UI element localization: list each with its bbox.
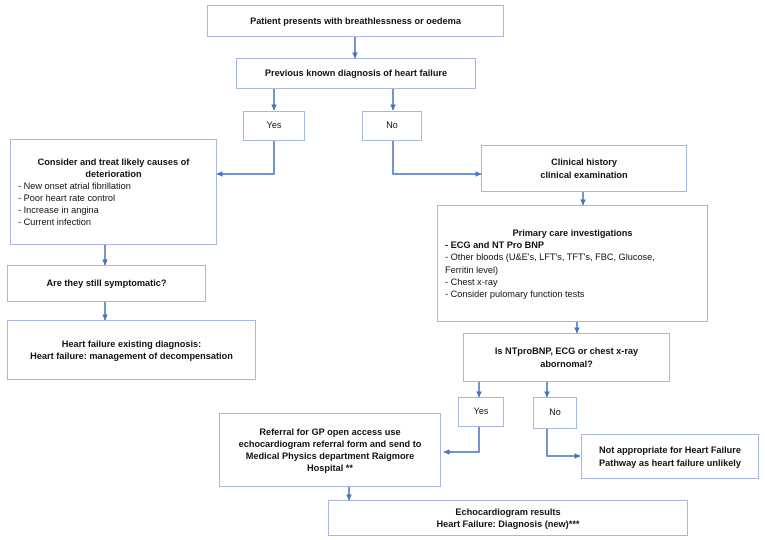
node-primary-care-investigations-bullet-2: - Other bloods (U&E's, LFT's, TFT's, FBC… (445, 252, 655, 263)
node-referral-line-3: Medical Physics department Raigmore (245, 451, 415, 461)
node-consider-treat-causes-bullet-1: - New onset atrial fibrillation (18, 180, 131, 191)
node-patient-presents: Patient presents with breathlessness or … (207, 5, 504, 37)
node-primary-care-investigations-bullet-2b: Ferritin level) (445, 264, 499, 275)
node-referral-line-2: echocardiogram referral form and send to (238, 438, 422, 449)
edge-no-to-not-appropriate (546, 427, 581, 459)
node-are-they-still-symptomatic: Are they still symptomatic? (7, 265, 206, 302)
node-primary-care-investigations-bullet-4: - Consider pulomary function tests (445, 288, 585, 299)
node-decision-yes-previous-diagnosis: Yes (243, 111, 305, 141)
node-echocardiogram-results: Echocardiogram results Heart Failure: Di… (328, 500, 688, 536)
node-heart-failure-existing-diagnosis: Heart failure existing diagnosis: Heart … (7, 320, 256, 380)
node-clinical-history: Clinical history clinical examination (481, 145, 687, 192)
node-primary-care-investigations: Primary care investigations - ECG and NT… (437, 205, 708, 322)
node-not-appropriate-line-2: Pathway as heart failure unlikely (599, 457, 741, 468)
node-decision-no-previous-diagnosis: No (362, 111, 422, 141)
node-clinical-history-line-2: clinical examination (540, 169, 628, 180)
node-echocardiogram-results-line-2: Heart Failure: Diagnosis (new)*** (436, 519, 580, 529)
node-referral-line-1: Referral for GP open access use (259, 426, 401, 437)
edge-yes-to-consider-causes (216, 141, 275, 177)
node-decision-yes-previous-diagnosis-label: Yes (266, 120, 282, 131)
node-decision-yes-abnormal: Yes (458, 397, 504, 427)
node-decision-yes-abnormal-label: Yes (473, 406, 489, 417)
node-referral-gp-open-access-echocardiogram: Referral for GP open access use echocard… (219, 413, 441, 487)
node-primary-care-investigations-bullet-1: - ECG and NT Pro BNP (445, 240, 545, 251)
node-decision-no-abnormal: No (533, 397, 577, 429)
node-echocardiogram-results-line-1: Echocardiogram results (455, 506, 561, 517)
node-consider-treat-causes-heading-1: Consider and treat likely causes of (37, 156, 190, 167)
node-is-abnormal-line-1: Is NTproBNP, ECG or chest x-ray (494, 346, 639, 357)
node-primary-care-investigations-heading: Primary care investigations (512, 228, 633, 239)
node-consider-treat-causes-bullet-3: - Increase in angina (18, 205, 99, 216)
edge-no-to-clinical-history (392, 141, 482, 177)
node-heart-failure-existing-diagnosis-line-1: Heart failure existing diagnosis: (61, 338, 202, 349)
edge-yes-to-referral (443, 427, 480, 455)
node-consider-treat-causes-bullet-4: - Current infection (18, 217, 92, 228)
node-previous-known-diagnosis: Previous known diagnosis of heart failur… (236, 58, 476, 89)
node-previous-known-diagnosis-line-1: Previous known diagnosis of heart failur… (264, 68, 448, 79)
node-consider-treat-causes-heading-2: deterioration (85, 168, 142, 179)
node-primary-care-investigations-bullet-3: - Chest x-ray (445, 276, 498, 287)
node-referral-line-4: Hospital ** (307, 463, 353, 474)
node-heart-failure-existing-diagnosis-line-2: Heart failure: management of decompensat… (30, 351, 233, 361)
node-clinical-history-line-1: Clinical history (551, 157, 617, 168)
node-consider-treat-causes-bullet-2: - Poor heart rate control (18, 193, 116, 203)
node-decision-no-previous-diagnosis-label: No (386, 120, 398, 131)
node-decision-no-abnormal-label: No (549, 407, 561, 418)
node-consider-treat-causes: Consider and treat likely causes of dete… (10, 139, 217, 245)
node-is-ntprobnp-ecg-chest-xray-abnormal: Is NTproBNP, ECG or chest x-ray abornoma… (463, 333, 670, 382)
node-not-appropriate-for-pathway: Not appropriate for Heart Failure Pathwa… (581, 434, 759, 479)
node-is-abnormal-line-2: abornomal? (540, 358, 593, 369)
node-are-they-still-symptomatic-line-1: Are they still symptomatic? (46, 278, 167, 289)
node-not-appropriate-line-1: Not appropriate for Heart Failure (599, 445, 741, 456)
node-patient-presents-line-1: Patient presents with breathlessness or … (250, 15, 461, 26)
